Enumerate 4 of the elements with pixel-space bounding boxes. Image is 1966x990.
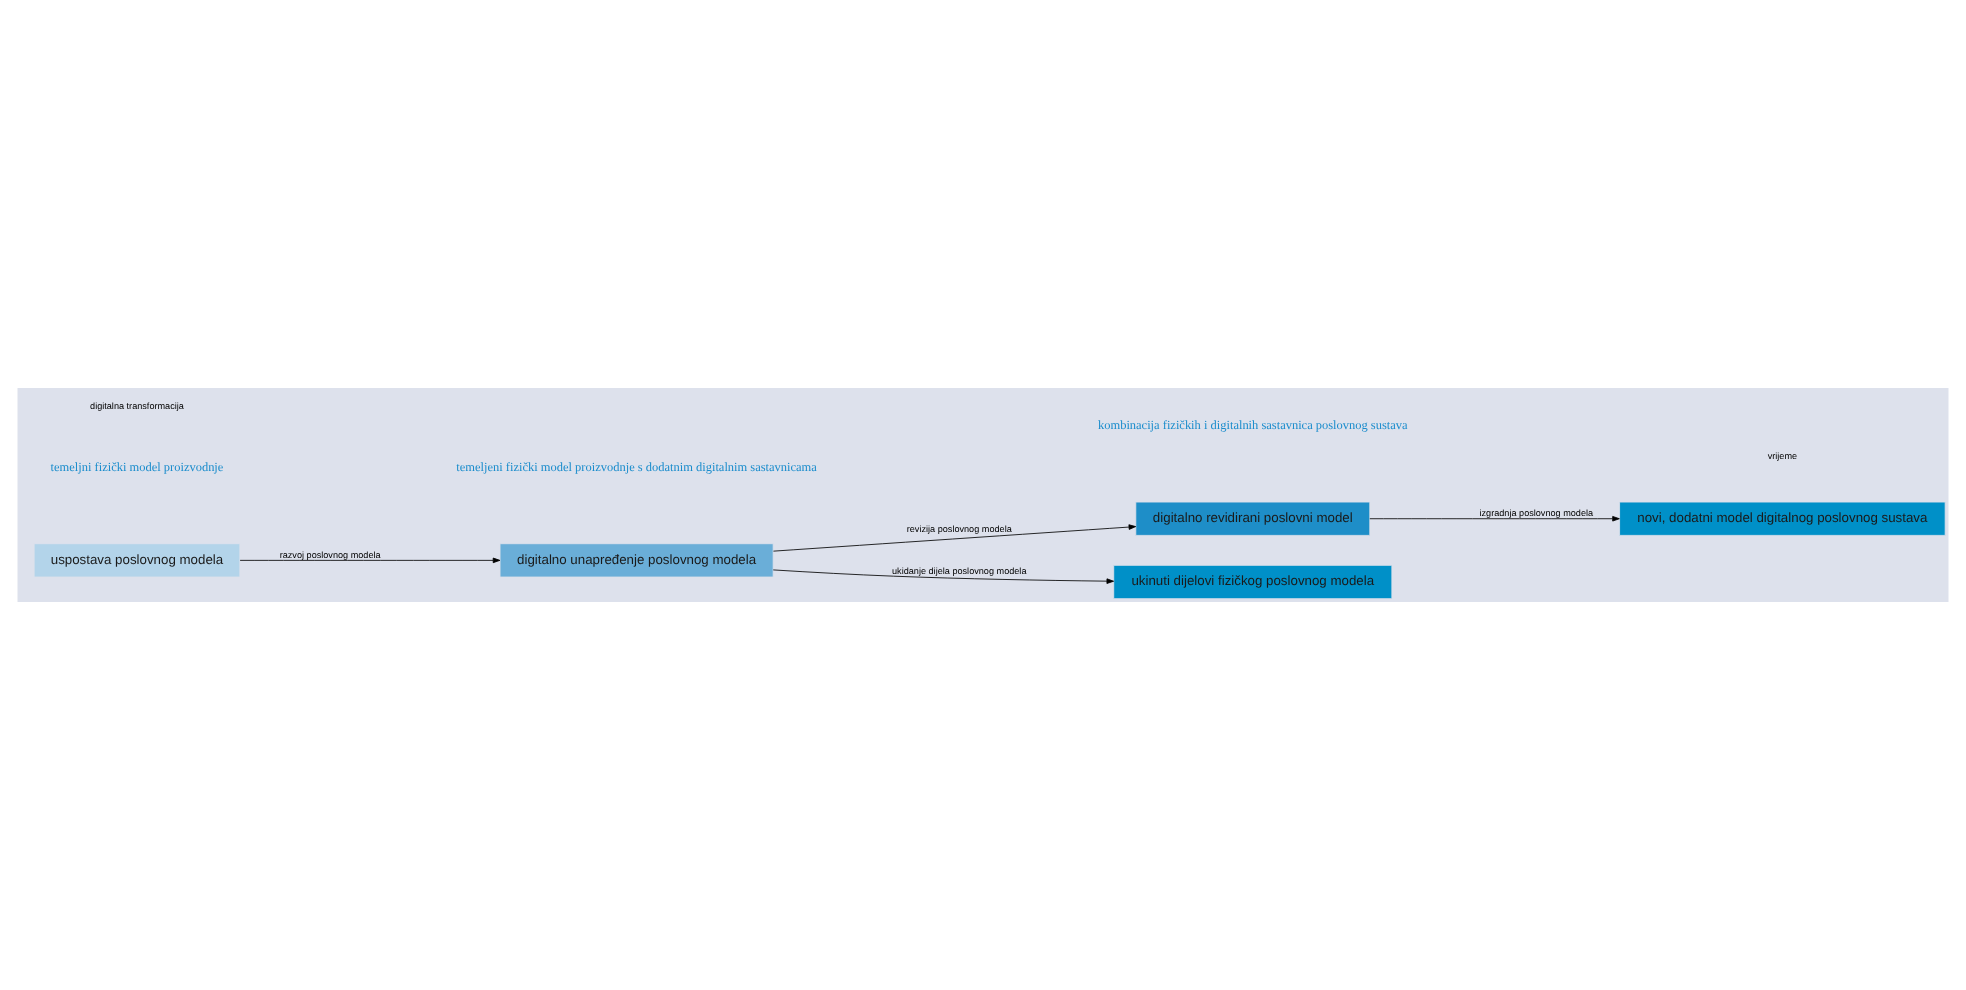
arrow	[772, 569, 1115, 584]
arrow	[1369, 516, 1620, 522]
arrow	[773, 524, 1137, 552]
arrow	[239, 557, 501, 564]
